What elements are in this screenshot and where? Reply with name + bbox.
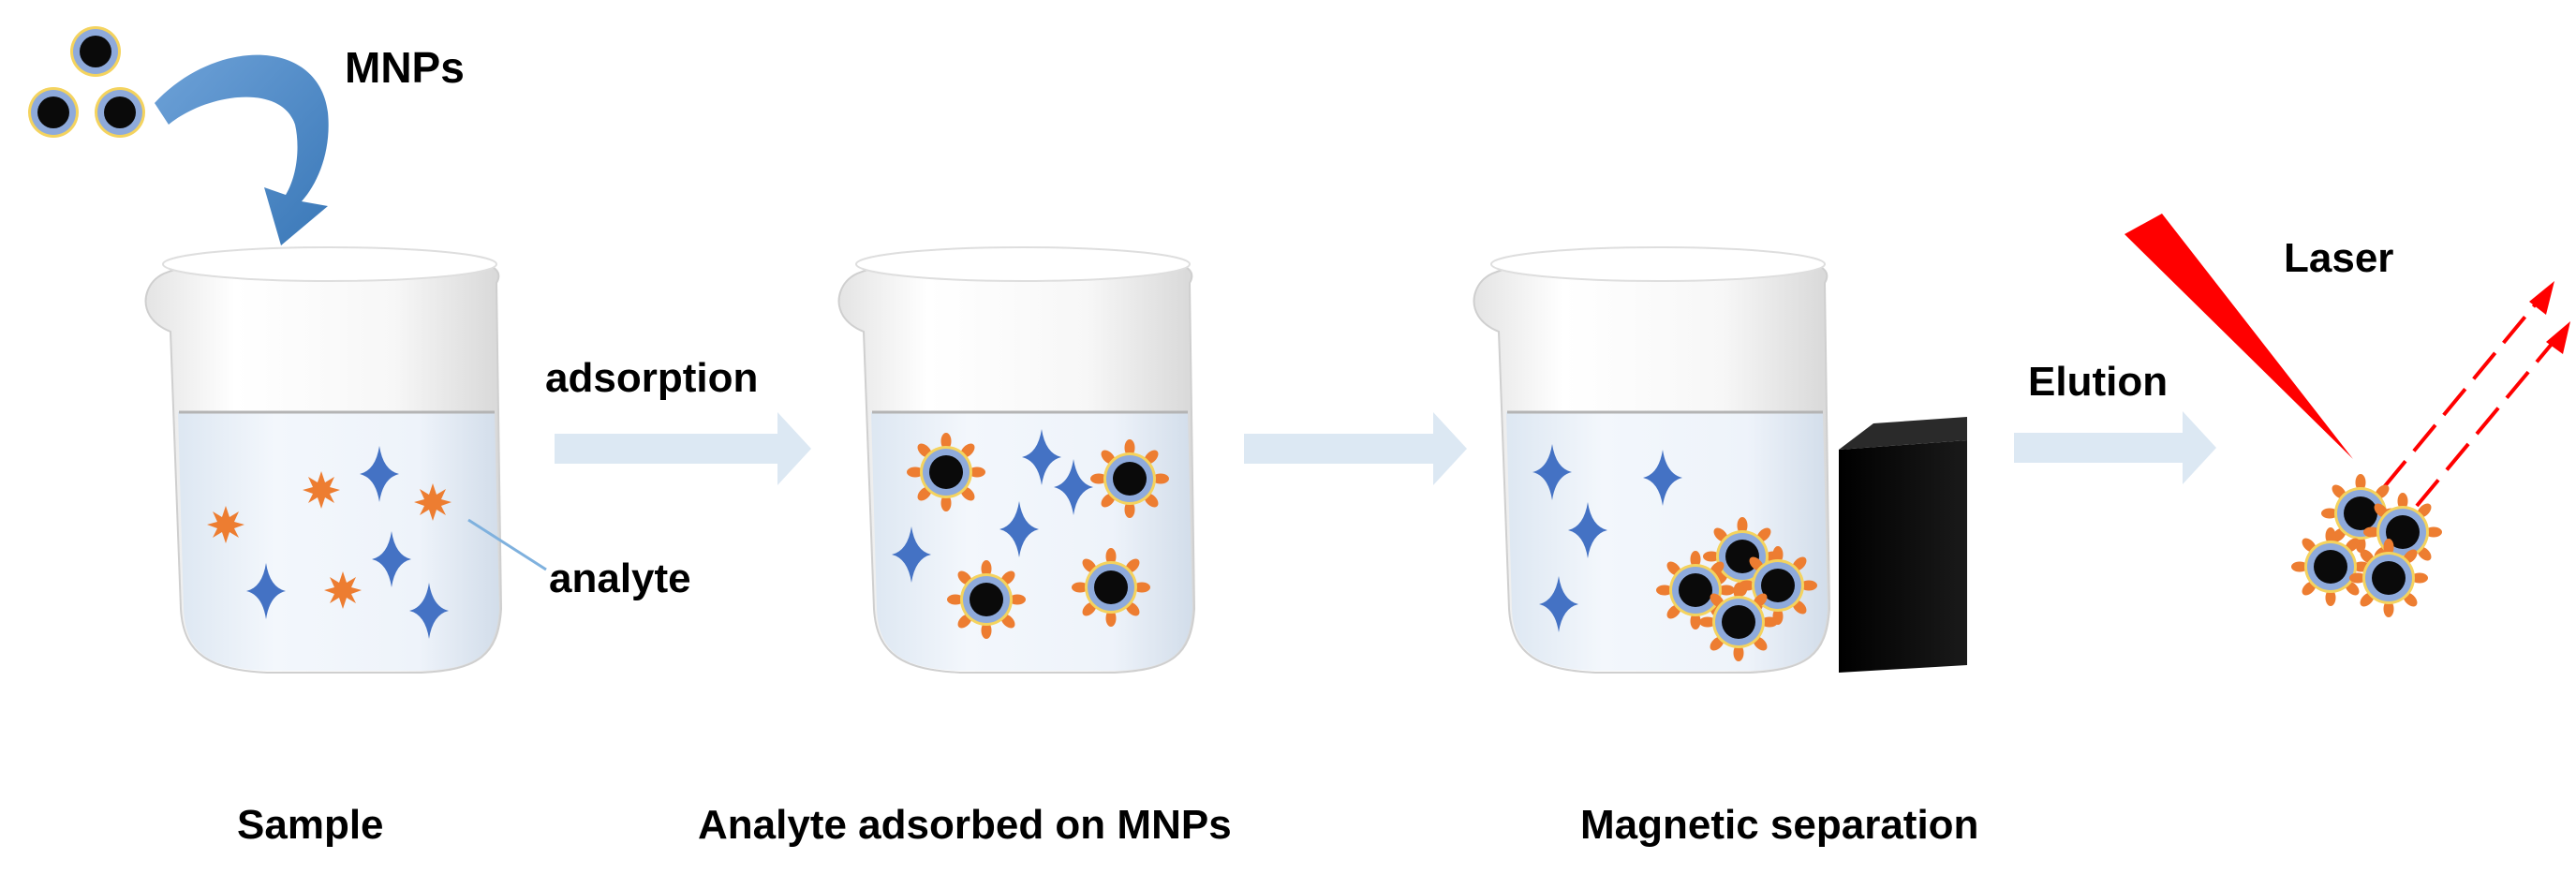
curved-arrow	[155, 54, 329, 245]
laser-label: Laser	[2284, 235, 2393, 281]
eluted-mnp-cluster	[2291, 474, 2442, 617]
orange-analyte	[414, 483, 452, 521]
analyte-pointer-line	[467, 518, 547, 571]
orange-analyte	[324, 571, 362, 609]
orange-analyte	[207, 506, 244, 543]
elution-label: Elution	[2028, 359, 2168, 405]
magnet-block	[1839, 417, 1967, 673]
caption-sample: Sample	[237, 802, 384, 848]
orange-analyte	[303, 471, 340, 509]
analyte-label: analyte	[549, 556, 691, 601]
separation-beaker	[1473, 246, 1830, 674]
ray-arrowhead	[2529, 281, 2554, 315]
sample-beaker	[144, 246, 502, 674]
elution-arrow	[2014, 411, 2216, 484]
ray-arrowhead	[2546, 321, 2570, 354]
adsorption-label: adsorption	[545, 355, 758, 401]
caption-separation: Magnetic separation	[1580, 802, 1978, 848]
mnps-label: MNPs	[345, 43, 465, 92]
mnps-cluster	[28, 26, 145, 138]
adsorbed-beaker	[837, 246, 1195, 674]
reflected-rays	[2382, 294, 2559, 508]
transfer-arrow	[1244, 412, 1467, 485]
adsorption-arrow	[555, 412, 811, 485]
caption-adsorbed: Analyte adsorbed on MNPs	[698, 802, 1232, 848]
laser-beam	[2124, 214, 2353, 459]
